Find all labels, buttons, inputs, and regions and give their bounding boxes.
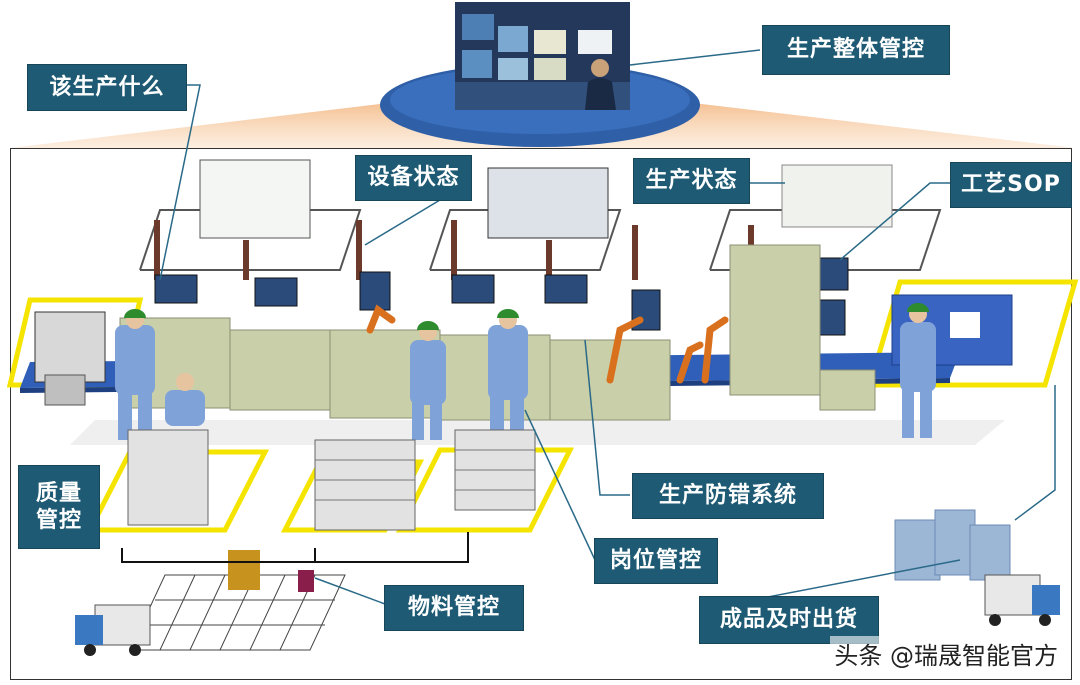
machine-bases [119,244,876,421]
material-racks [129,574,346,651]
robots [366,304,729,384]
line-monitors [154,257,849,336]
error-proofing-system-label: 生产防错系统 [632,473,824,519]
process-sop-label: 工艺SOP [950,162,1072,208]
workers [115,303,936,440]
material-control-label: 物料管控 [384,585,524,631]
overhead-rails [139,209,942,271]
post-control-label: 岗位管控 [594,538,718,584]
overall-control-label: 生产整体管控 [762,25,950,75]
watermark-text: 头条 @瑞晟智能官方 [830,636,1062,671]
trucks [75,574,1060,656]
what-to-produce-label: 该生产什么 [27,64,187,111]
production-status-label: 生产状态 [633,158,750,204]
equipment-status-label: 设备状态 [355,155,472,201]
quality-control-line1: 质量 [35,480,82,506]
quality-control-label: 质量 管控 [18,465,100,549]
quality-control-line2: 管控 [35,508,82,533]
